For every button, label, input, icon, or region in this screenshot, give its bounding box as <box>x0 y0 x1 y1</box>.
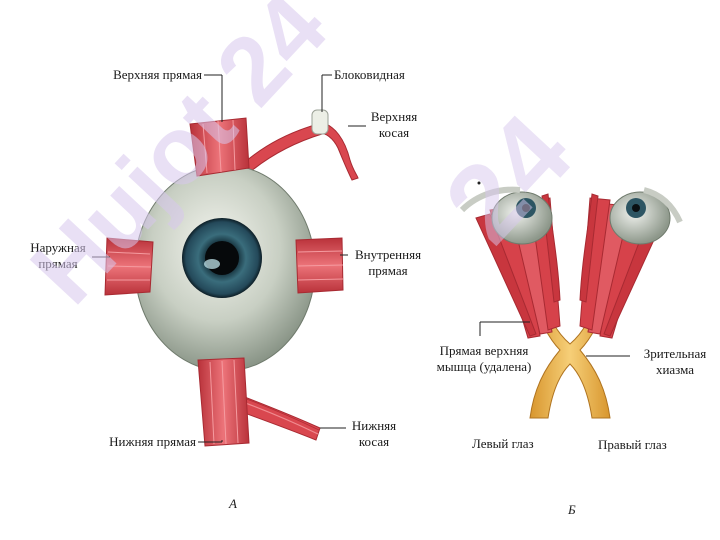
superior-oblique-muscle <box>317 121 359 181</box>
label-superior-rectus: Верхняя прямая <box>113 67 202 82</box>
panel-label-a: А <box>229 496 237 511</box>
left-small-eyeball <box>491 191 553 245</box>
panel-label-b: Б <box>568 502 576 517</box>
label-trochlea: Блоковидная <box>334 67 405 82</box>
figure-a-leader-lines <box>92 74 366 443</box>
label-inferior-oblique-1: Нижняя <box>351 418 397 433</box>
figure-b <box>459 181 683 419</box>
label-right-eye: Правый глаз <box>598 437 667 452</box>
figure-b-leader-lines <box>479 321 630 357</box>
label-removed-muscle-1: Прямая верхняя <box>439 343 529 358</box>
label-superior-oblique-1: Верхняя <box>370 109 418 124</box>
superior-oblique-tendon <box>244 123 323 173</box>
label-medial-rectus-1: Внутренняя <box>354 247 422 262</box>
trochlea <box>311 109 329 135</box>
label-lateral-rectus-2: прямая <box>38 256 78 271</box>
label-removed-muscle-2: мышца (удалена) <box>436 359 532 374</box>
label-superior-oblique-2: косая <box>378 125 410 140</box>
label-lateral-rectus-1: Наружная <box>30 240 86 255</box>
pupil <box>205 241 239 275</box>
label-left-eye: Левый глаз <box>472 436 534 451</box>
figure-a <box>92 74 366 447</box>
label-chiasm-1: Зрительная <box>643 346 707 361</box>
label-inferior-oblique-2: косая <box>358 434 390 449</box>
label-medial-rectus-2: прямая <box>368 263 408 278</box>
right-small-eyeball <box>609 191 671 245</box>
label-chiasm-2: хиазма <box>655 362 695 377</box>
label-inferior-rectus: Нижняя прямая <box>109 434 196 449</box>
